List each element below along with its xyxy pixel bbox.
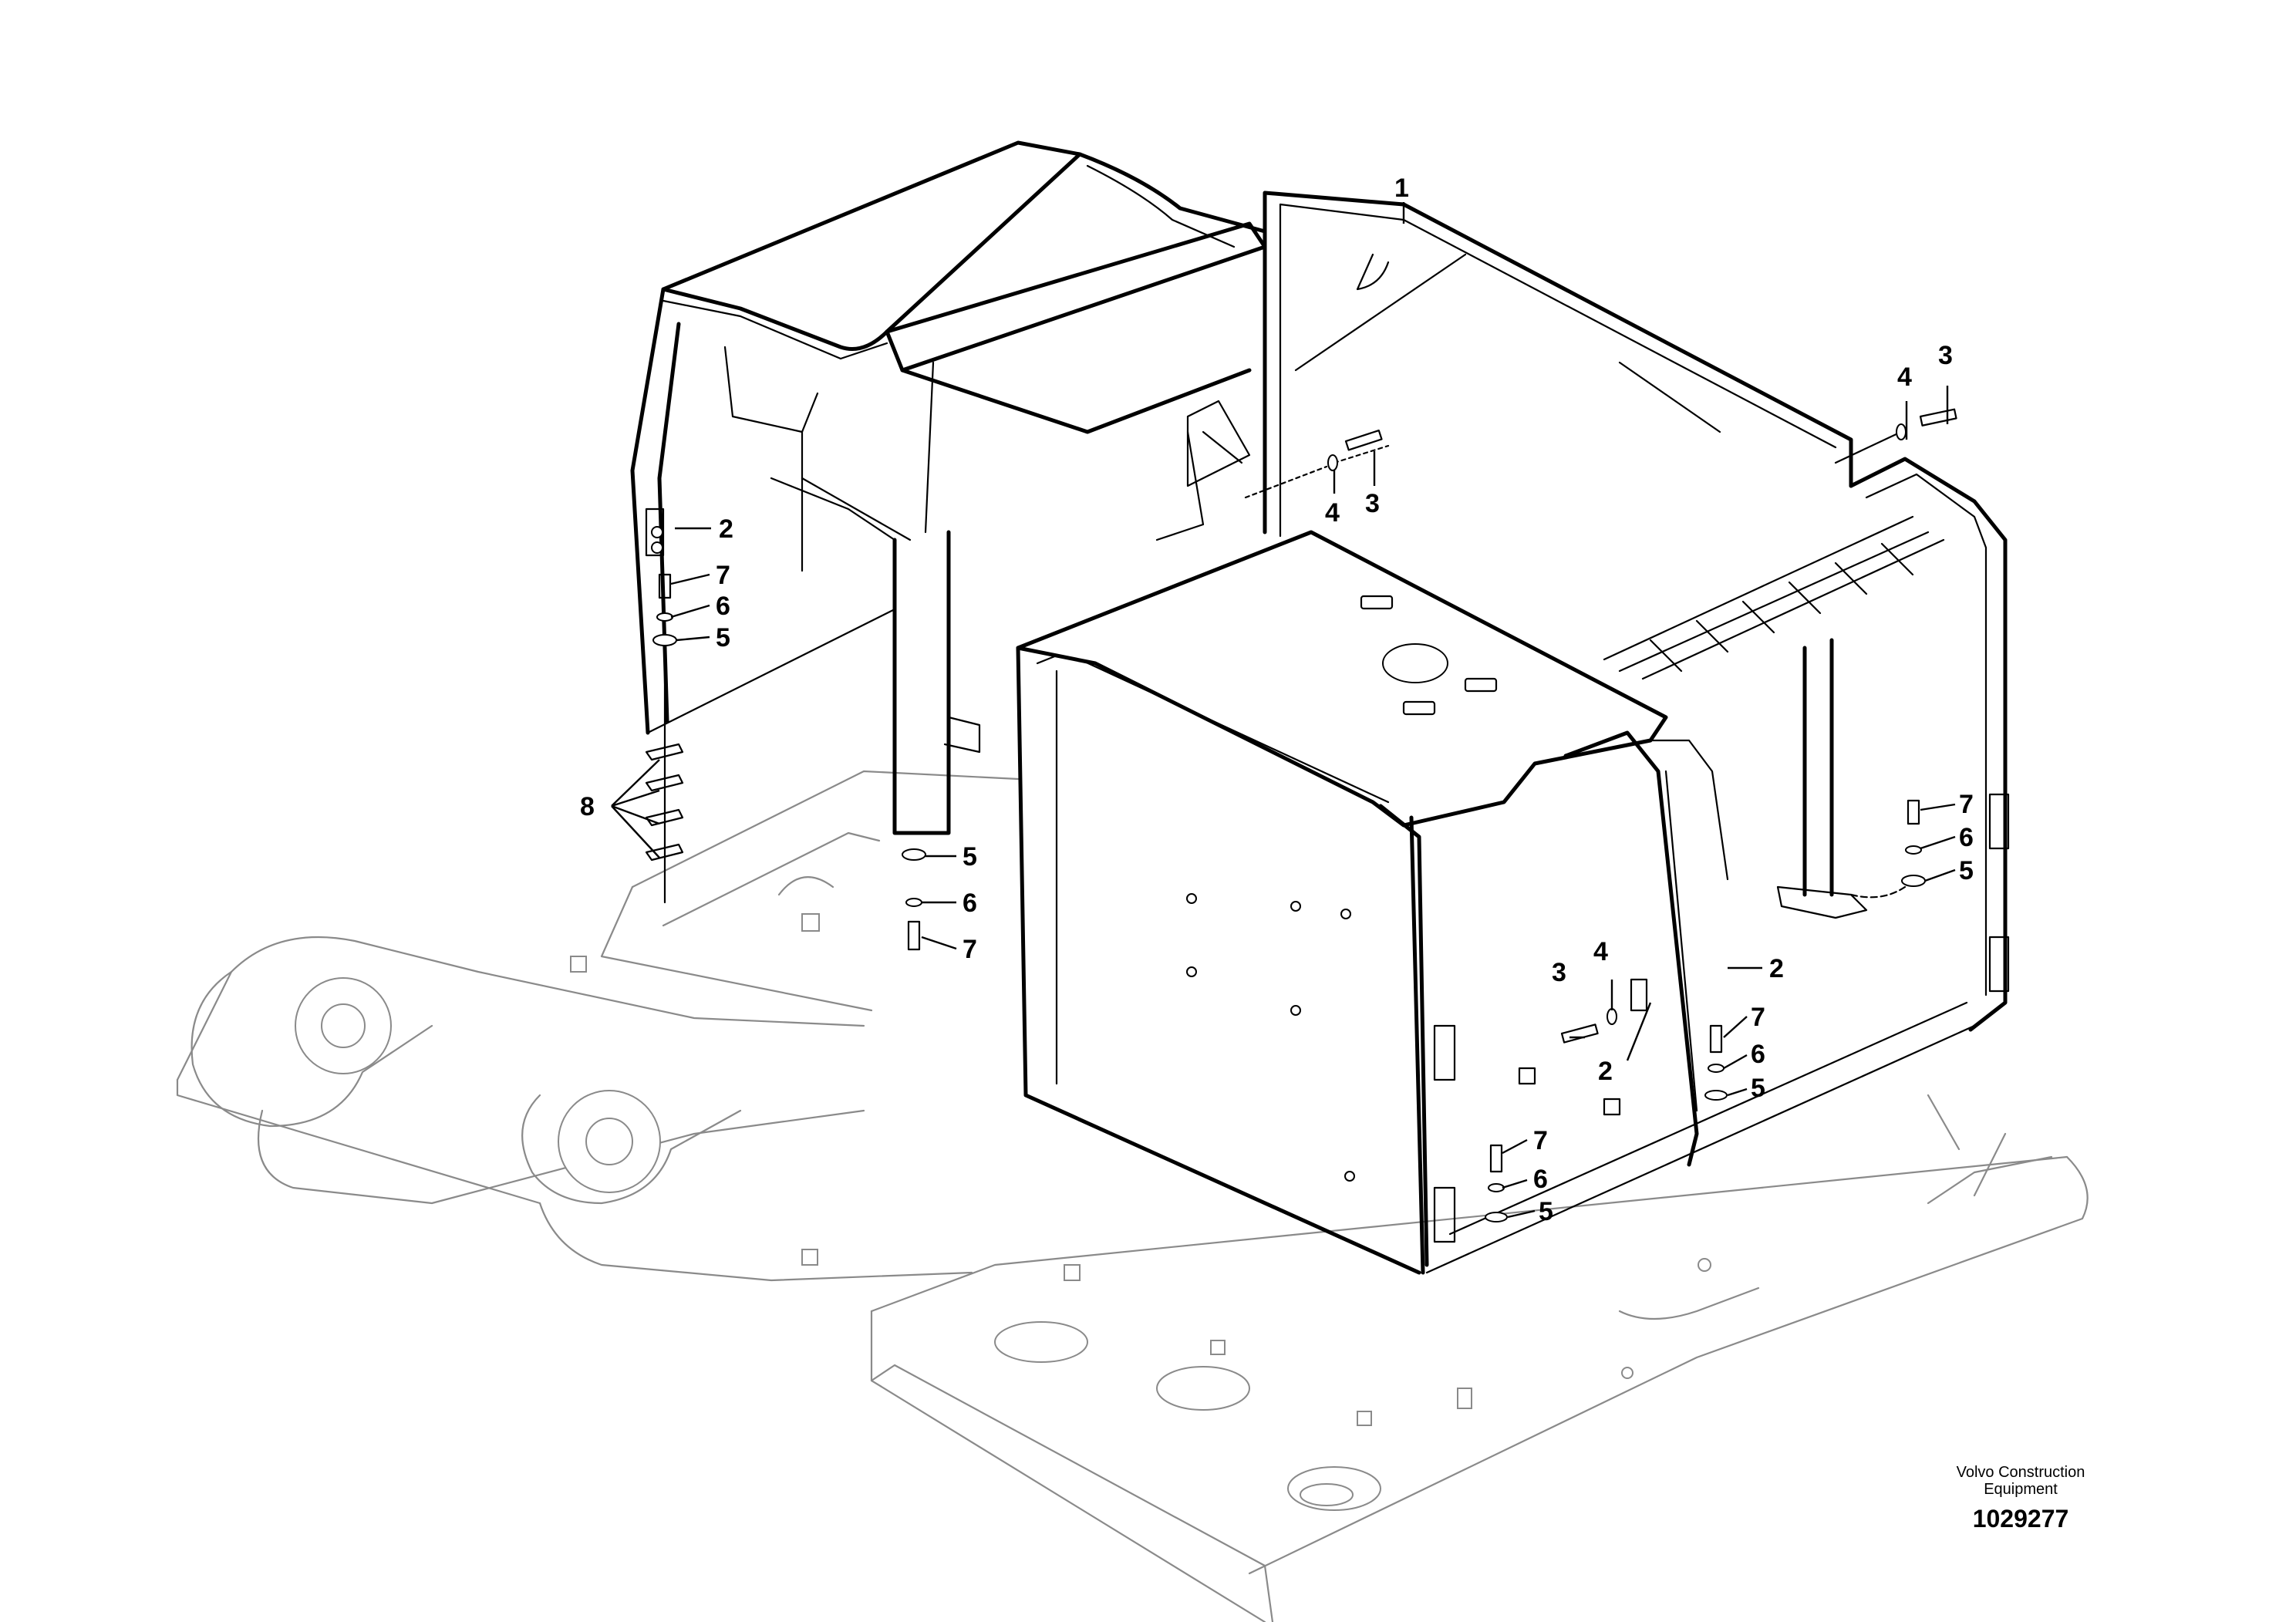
callout-8: 8	[580, 792, 595, 821]
callout-3: 3	[1365, 489, 1380, 518]
callout-5: 5	[1959, 856, 1974, 885]
callout-2: 2	[1769, 954, 1784, 983]
callout-6: 6	[963, 889, 977, 918]
callout-7: 7	[1751, 1003, 1765, 1032]
brand-block: Volvo Construction Equipment 1029277	[1928, 1464, 2113, 1532]
callout-5: 5	[1539, 1197, 1553, 1226]
callout-3: 3	[1552, 958, 1566, 987]
callout-6: 6	[1751, 1040, 1765, 1069]
callout-4: 4	[1325, 498, 1340, 528]
callout-5: 5	[963, 842, 977, 872]
callout-5: 5	[716, 623, 730, 653]
brand-line-2: Equipment	[1984, 1481, 2058, 1498]
callout-4: 4	[1593, 937, 1608, 966]
callout-1: 1	[1394, 174, 1409, 203]
enclosure-box	[1016, 530, 1976, 1275]
callout-7: 7	[1959, 790, 1974, 819]
callout-6: 6	[1959, 823, 1974, 852]
callout-6: 6	[1533, 1165, 1548, 1194]
callout-2: 2	[719, 514, 733, 544]
background-machine	[176, 770, 2089, 1622]
leader-lines	[611, 202, 1956, 1219]
drawing-number: 1029277	[1972, 1505, 2069, 1533]
callout-2: 2	[1598, 1057, 1613, 1086]
callout-5: 5	[1751, 1074, 1765, 1103]
brand-line-1: Volvo Construction	[1956, 1464, 2085, 1481]
callout-4: 4	[1897, 363, 1912, 392]
callout-7: 7	[1533, 1126, 1548, 1155]
callout-7: 7	[963, 935, 977, 964]
callout-labels: 1 2 7 6 5 8 4 3 4 3 5 6 7 7 6 5 2 3 4 2 …	[580, 174, 1974, 1226]
callout-3: 3	[1938, 341, 1953, 370]
callout-7: 7	[716, 561, 730, 590]
guard-frame	[630, 140, 2010, 1032]
callout-6: 6	[716, 592, 730, 621]
